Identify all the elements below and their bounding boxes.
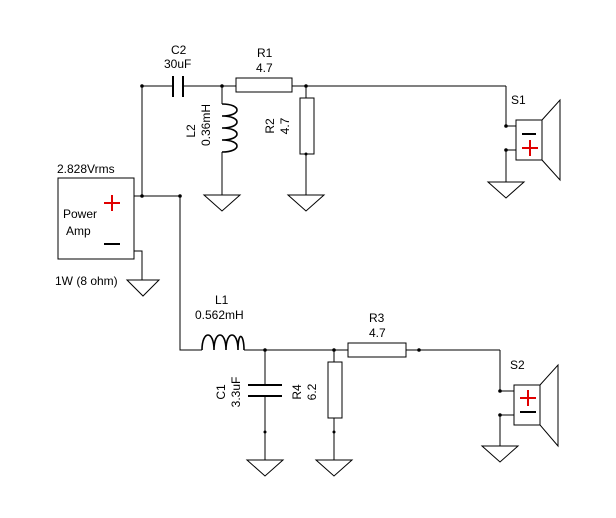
capacitor-c2: C2 30uF: [164, 43, 222, 97]
l1-value: 0.562mH: [195, 308, 244, 322]
junction-node: [504, 148, 508, 152]
amp-positive-wire-bottom: [142, 195, 202, 351]
junction-node: [140, 84, 144, 88]
ground-icon: [125, 279, 161, 297]
resistor-r1: R1 4.7: [235, 46, 293, 93]
amp-positive-wire-top: [134, 85, 170, 197]
ground-icon: [202, 194, 242, 212]
s2-plus-icon: [520, 390, 536, 406]
speaker-s1-cone: [541, 98, 561, 182]
speaker-s2-cone: [539, 363, 559, 448]
inductor-l2: L2 0.36mH: [184, 86, 238, 195]
junction-node: [417, 348, 421, 352]
r2-value: 4.7: [278, 117, 292, 134]
resistor-r4: R4 6.2: [290, 350, 343, 460]
junction-node: [504, 124, 508, 128]
ground-icon: [486, 181, 526, 199]
capacitor-c1: C1 3.3uF: [214, 350, 282, 460]
junction-node: [498, 413, 502, 417]
junction-node: [140, 194, 144, 198]
power-amp: 2.828Vrms Power Amp 1W (8 ohm): [55, 162, 135, 288]
ground-icon: [314, 459, 354, 477]
r3-ref: R3: [369, 311, 385, 325]
c2-value: 30uF: [164, 57, 191, 71]
ground-icon: [480, 445, 520, 463]
s1-plus-icon: [522, 140, 538, 156]
r1-value: 4.7: [256, 61, 273, 75]
ground-icon: [286, 194, 326, 212]
l1-ref: L1: [215, 293, 229, 307]
r4-ref: R4: [290, 384, 304, 400]
r1-ref: R1: [257, 46, 273, 60]
amp-plus-icon: [104, 195, 120, 211]
amp-rating-label: 1W (8 ohm): [55, 274, 118, 288]
power-amp-body: [57, 177, 135, 260]
junction-node: [498, 389, 502, 393]
l2-value: 0.36mH: [199, 104, 213, 146]
resistor-r3: R3 4.7: [347, 311, 407, 358]
resistor-r2: R2 4.7: [263, 86, 315, 195]
junction-node: [304, 152, 308, 156]
amp-name-line1: Power: [63, 207, 97, 221]
speaker-s1: S1: [504, 86, 561, 182]
l2-ref: L2: [184, 124, 198, 138]
r3-value: 4.7: [369, 326, 386, 340]
r4-value: 6.2: [305, 383, 319, 400]
inductor-l1: L1 0.562mH: [195, 293, 348, 351]
s2-ref: S2: [510, 358, 525, 372]
c2-ref: C2: [171, 43, 187, 57]
amp-voltage-label: 2.828Vrms: [57, 162, 115, 176]
ground-icon: [245, 459, 285, 477]
r2-ref: R2: [263, 118, 277, 134]
junction-node: [332, 430, 336, 434]
junction-node: [263, 430, 267, 434]
amp-name-line2: Amp: [66, 224, 91, 238]
amp-negative-wire: [134, 250, 143, 280]
s1-ref: S1: [511, 93, 526, 107]
speaker-s2: S2: [498, 350, 559, 448]
c1-value: 3.3uF: [229, 377, 243, 408]
c1-ref: C1: [214, 384, 228, 400]
junction-node: [178, 194, 182, 198]
